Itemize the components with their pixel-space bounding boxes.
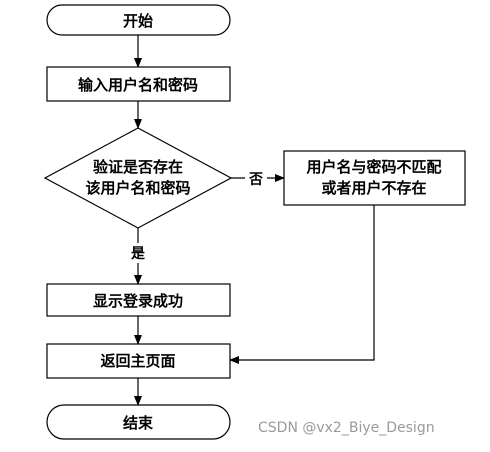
error-box bbox=[283, 150, 466, 206]
input-label: 输入用户名和密码 bbox=[78, 76, 198, 94]
error-label-line1: 用户名与密码不匹配 bbox=[306, 158, 441, 176]
no-label-bg bbox=[245, 168, 267, 188]
success-label: 显示登录成功 bbox=[93, 292, 183, 310]
decision-diamond bbox=[43, 127, 233, 229]
yes-label-bg bbox=[127, 243, 149, 263]
end-terminal bbox=[46, 404, 231, 440]
yes-label: 是 bbox=[131, 246, 146, 262]
return-home-label: 返回主页面 bbox=[100, 352, 175, 370]
success-box bbox=[46, 283, 231, 317]
arrow-error-to-return bbox=[229, 205, 375, 364]
error-label-line2: 或者用户不存在 bbox=[321, 179, 426, 197]
no-label: 否 bbox=[248, 172, 263, 188]
end-label: 结束 bbox=[123, 414, 154, 432]
watermark: CSDN @vx2_Biye_Design bbox=[258, 420, 435, 436]
decision-label-line1: 验证是否存在 bbox=[93, 158, 183, 176]
return-home-box bbox=[46, 343, 231, 379]
start-label: 开始 bbox=[123, 12, 153, 30]
decision-label-line2: 该用户名和密码 bbox=[85, 179, 190, 197]
input-box bbox=[46, 66, 231, 102]
